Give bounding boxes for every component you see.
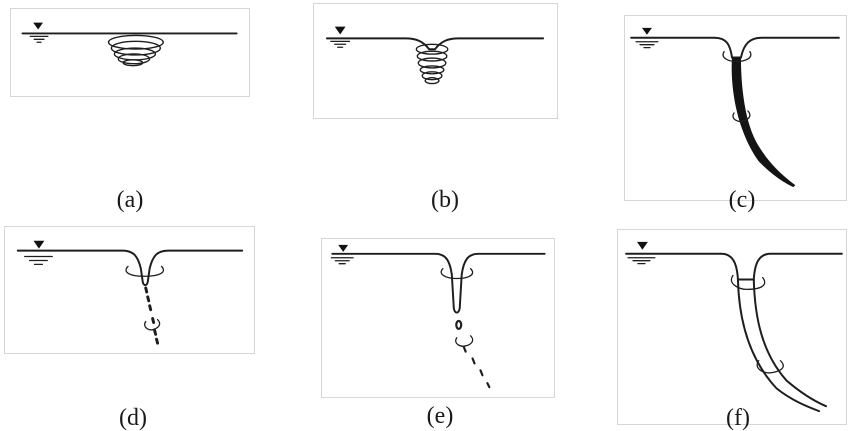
water-surface-marker-icon: [338, 244, 349, 252]
swirl-arrow-bottom: [144, 318, 161, 331]
free-surface-dip: [325, 37, 545, 51]
free-surface-dip: [331, 252, 546, 314]
panel-b: [313, 3, 558, 119]
swirl-arrow-top: [722, 50, 752, 63]
funnel-vortex-coil: [415, 43, 449, 85]
swirl-arrow-top: [730, 274, 766, 291]
water-surface-marker-icon: [33, 240, 45, 249]
free-surface-dip: [625, 252, 843, 281]
caption-f: (f): [726, 405, 750, 431]
panel-d: [4, 226, 255, 354]
water-surface-marker-icon: [642, 27, 652, 35]
panel-b-diagram: [325, 26, 545, 85]
swirl-arrow-bottom: [455, 335, 474, 347]
panel-f: [617, 229, 847, 425]
panel-d-diagram: [16, 240, 244, 345]
water-surface-marker-icon: [636, 241, 648, 250]
panel-a-diagram: [21, 22, 238, 67]
caption-c: (c): [728, 187, 756, 213]
free-surface-dip: [16, 249, 244, 287]
swirl-arrow-mid: [756, 360, 784, 374]
vortex-tube-left-wall: [736, 278, 821, 413]
surface-vortex-coil: [107, 34, 164, 67]
vortex-tube-right-wall: [752, 278, 828, 408]
swirl-arrow-top: [125, 265, 165, 277]
caption-b: (b): [431, 187, 459, 213]
swirl-arrow-mid: [732, 110, 751, 122]
water-surface-marker-icon: [33, 22, 43, 30]
panel-e: [321, 238, 555, 398]
panel-c-diagram: [630, 27, 840, 188]
water-surface-marker-icon: [334, 26, 346, 35]
swirl-arrow-top: [440, 267, 474, 280]
caption-d: (d): [119, 405, 147, 431]
detached-vortex-segments: [455, 319, 491, 389]
air-core-vortex-dark: [731, 57, 796, 188]
panel-f-diagram: [625, 241, 843, 413]
caption-a: (a): [116, 187, 144, 213]
panel-e-diagram: [330, 244, 546, 389]
free-surface-dip: [630, 36, 840, 59]
detached-vortex-segments: [144, 286, 160, 345]
panel-c: [624, 15, 847, 201]
panel-a: [10, 8, 250, 97]
caption-e: (e): [426, 403, 454, 429]
